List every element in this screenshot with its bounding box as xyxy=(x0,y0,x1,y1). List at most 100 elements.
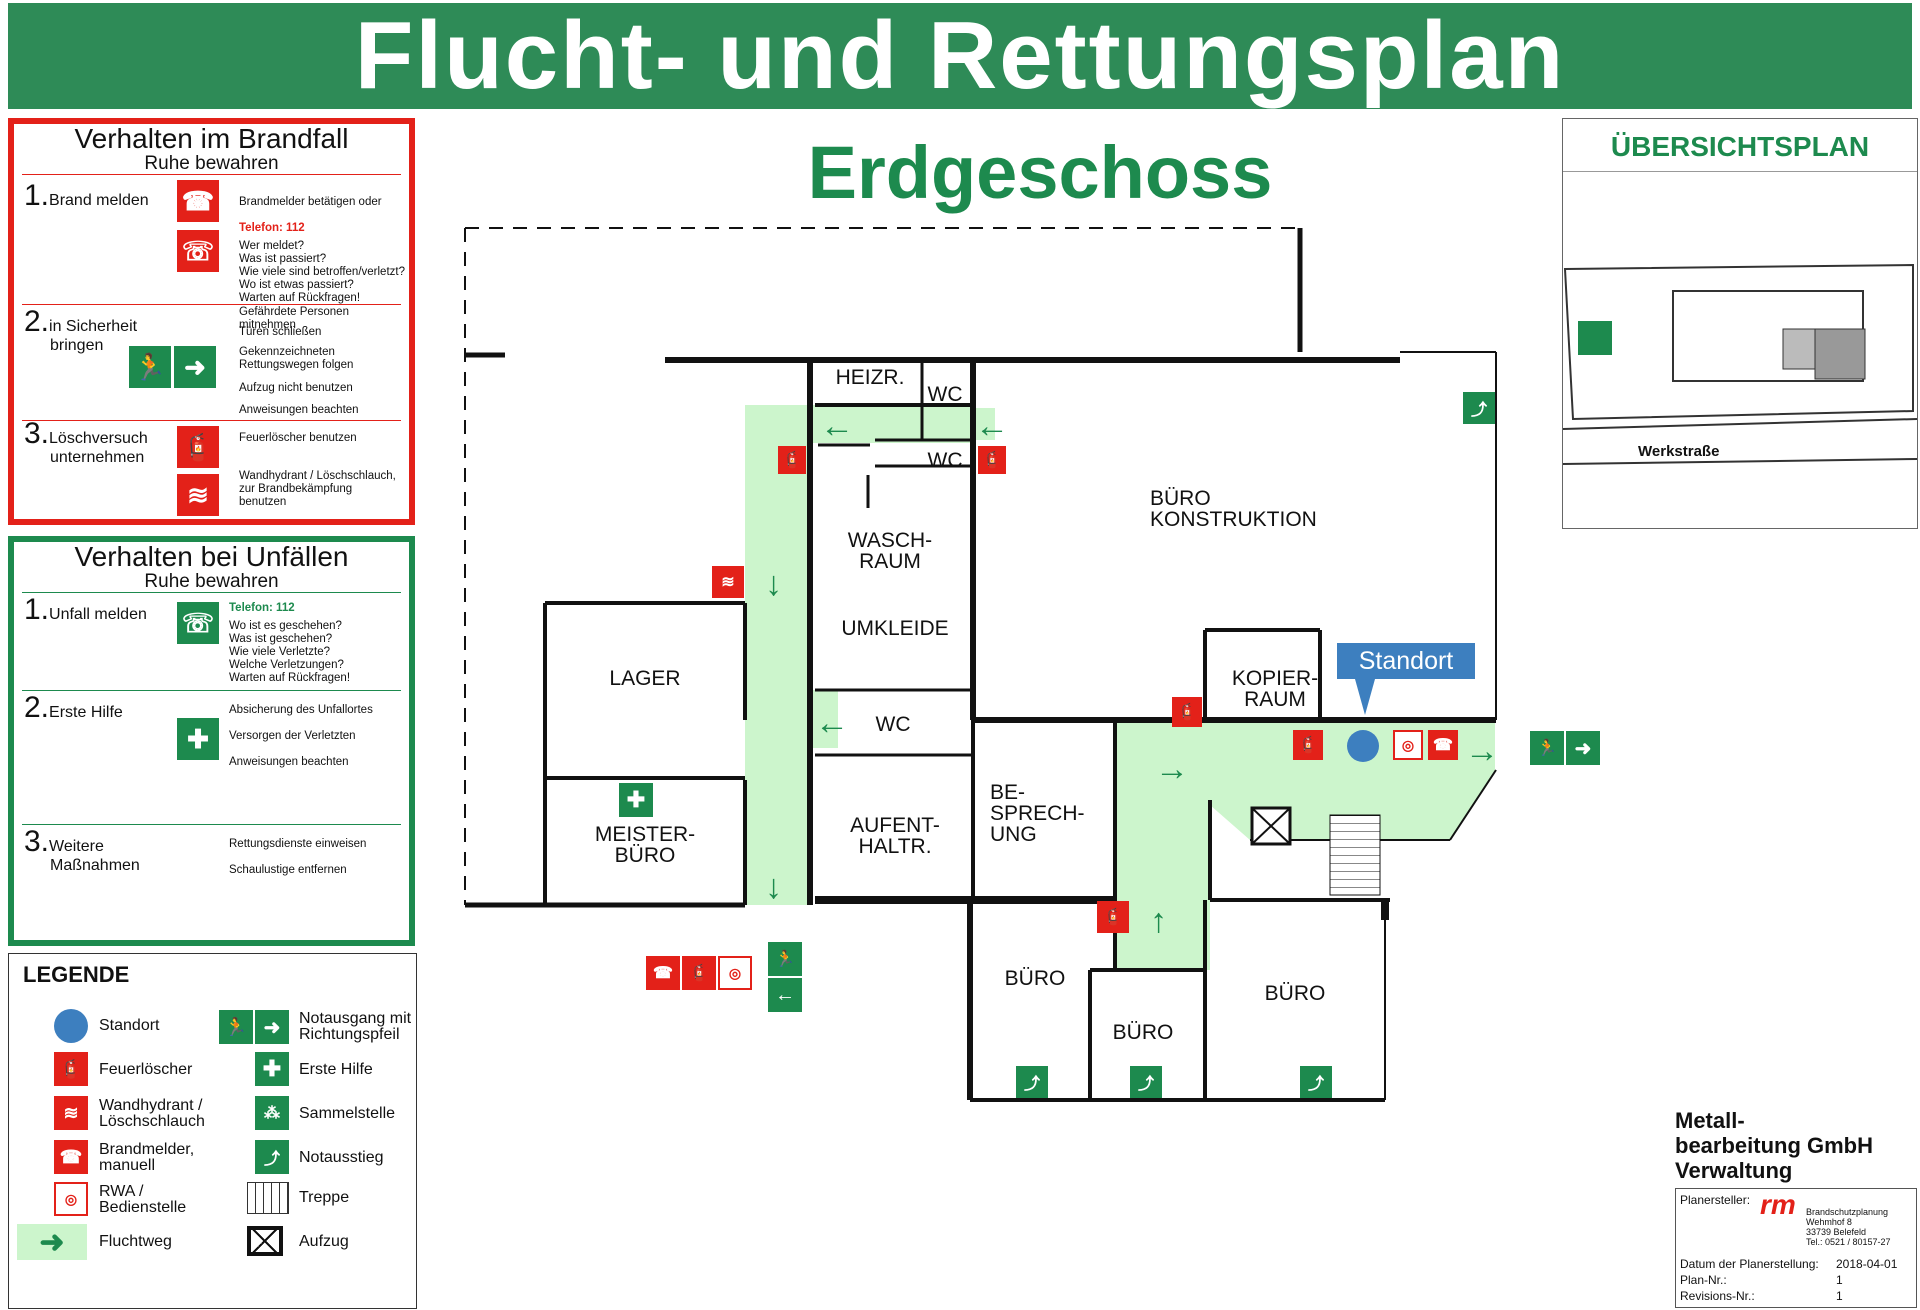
firm-logo: rm xyxy=(1760,1189,1796,1220)
accident-step-2: 2.Erste Hilfe xyxy=(24,691,123,724)
revision-value: 1 xyxy=(1836,1289,1843,1303)
overview-plan: ÜBERSICHTSPLAN Werkstraße xyxy=(1562,118,1918,529)
legend-label: Erste Hilfe xyxy=(299,1061,373,1078)
first-aid-icon: ✚ xyxy=(177,718,219,760)
escape-route-areas xyxy=(745,405,1495,970)
arrow-up-icon: ↑ xyxy=(1150,902,1167,940)
fire-alarm-icon: ☎ xyxy=(646,956,680,990)
divider xyxy=(22,304,401,305)
fire-questions: Wer meldet?Was ist passiert?Wie viele si… xyxy=(239,240,405,304)
escape-arrows: ← ← ↓ ← ↓ → ↑ → xyxy=(765,407,1499,940)
fire-note: Wandhydrant / Löschschlauch,zur Brandbek… xyxy=(239,470,396,508)
legend-label: Feuerlöscher xyxy=(99,1061,193,1078)
fire-alarm-icon: ☎ xyxy=(54,1140,88,1174)
rwa-icon: ◎ xyxy=(1393,730,1423,760)
accident-subheading: Ruhe bewahren xyxy=(22,572,401,593)
emergency-hatch-icon: ⤴ xyxy=(1016,1066,1048,1098)
accident-note: Schaulustige entfernen xyxy=(229,864,347,876)
extinguisher-icon: 🧯 xyxy=(1293,730,1323,760)
room-buero: BÜRO xyxy=(1264,982,1326,1005)
room-wc: WC xyxy=(875,713,911,736)
arrow-right-icon: ➜ xyxy=(1566,731,1600,765)
room-aufenthaltsraum: AUFENT-HALTR. xyxy=(850,814,940,858)
date-label: Datum der Planerstellung: xyxy=(1680,1257,1819,1271)
arrow-left-icon: ← xyxy=(815,704,849,742)
emergency-hatch-icon: ⤴ xyxy=(1130,1066,1162,1098)
legend-label: Sammelstelle xyxy=(299,1105,396,1122)
arrow-right-icon: → xyxy=(1155,750,1189,788)
title-banner: Flucht- und Rettungsplan xyxy=(8,3,1912,109)
fire-alarm-icon: ☎ xyxy=(177,180,219,222)
legend-label: Aufzug xyxy=(299,1233,349,1250)
room-wc: WC xyxy=(927,383,963,406)
emergency-hatch-icon: ⤴ xyxy=(255,1140,289,1174)
plan-no-label: Plan-Nr.: xyxy=(1680,1273,1727,1287)
hose-icon: ≋ xyxy=(177,474,219,516)
divider xyxy=(22,824,401,825)
standort-label: Standort xyxy=(1337,643,1475,679)
room-heizr: HEIZR. xyxy=(835,366,905,389)
arrow-right-icon: → xyxy=(1465,732,1499,770)
room-umkleide: UMKLEIDE xyxy=(841,617,949,640)
extinguisher-icon: 🧯 xyxy=(1097,901,1129,933)
street-label: Werkstraße xyxy=(1638,443,1720,460)
exit-run-icon: 🏃 xyxy=(1530,731,1564,765)
divider xyxy=(22,690,401,691)
accident-questions: Wo ist es geschehen?Was ist geschehen?Wi… xyxy=(229,620,351,684)
standort-icon xyxy=(54,1009,88,1043)
arrow-left-icon: ← xyxy=(975,407,1009,445)
extinguisher-icon: 🧯 xyxy=(978,446,1006,474)
fire-subheading: Ruhe bewahren xyxy=(22,154,401,175)
plan-no-value: 1 xyxy=(1836,1273,1843,1287)
emergency-hatch-icon: ⤴ xyxy=(1463,392,1495,424)
legend-label: Treppe xyxy=(299,1189,350,1206)
extinguisher-icon: 🧯 xyxy=(1172,697,1202,727)
divider xyxy=(1563,171,1917,172)
accident-phone-note: Telefon: 112 xyxy=(229,602,295,614)
legend-label: Fluchtweg xyxy=(99,1233,172,1250)
rwa-icon: ◎ xyxy=(718,956,752,990)
legend-label: Standort xyxy=(99,1017,160,1034)
exit-run-icon: 🏃 xyxy=(129,346,171,388)
fire-note: Aufzug nicht benutzen xyxy=(239,382,353,394)
room-besprechung: BE-SPRECH-UNG xyxy=(990,781,1085,846)
legend: LEGENDE Standort 🧯 Feuerlöscher ≋ Wandhy… xyxy=(8,953,417,1309)
company-name: Metall- bearbeitung GmbH Verwaltung xyxy=(1675,1108,1874,1183)
escape-route-icon: ➜ xyxy=(17,1224,87,1260)
overview-heading: ÜBERSICHTSPLAN xyxy=(1610,131,1870,162)
hose-icon: ≋ xyxy=(712,566,744,598)
room-meisterbuero: MEISTER-BÜRO xyxy=(594,823,696,867)
stairs-icon xyxy=(1329,814,1381,896)
floor-title: Erdgeschoss xyxy=(807,131,1273,214)
fire-note: Anweisungen beachten xyxy=(239,404,359,416)
rwa-icon: ◎ xyxy=(54,1182,88,1216)
room-waschraum: WASCH-RAUM xyxy=(847,529,933,573)
extinguisher-icon: 🧯 xyxy=(177,426,219,468)
standort-marker xyxy=(1347,730,1379,762)
divider xyxy=(22,420,401,421)
page-title: Flucht- und Rettungsplan xyxy=(354,2,1566,109)
accident-note: Anweisungen beachten xyxy=(229,756,349,768)
assembly-icon xyxy=(1578,321,1612,355)
stairs-icon xyxy=(247,1182,289,1214)
room-lager: LAGER xyxy=(609,667,681,690)
elevator-cross xyxy=(1251,807,1291,845)
room-kopierraum: KOPIER-RAUM xyxy=(1231,667,1319,711)
planersteller-label: Planersteller: xyxy=(1680,1193,1751,1207)
accident-note: Rettungsdienste einweisen xyxy=(229,838,367,850)
revision-label: Revisions-Nr.: xyxy=(1680,1289,1755,1303)
elevator-icon xyxy=(247,1226,283,1256)
accident-heading: Verhalten bei Unfällen xyxy=(74,541,349,572)
fire-note: Türen schließen xyxy=(239,326,322,338)
fire-note: Feuerlöscher benutzen xyxy=(239,432,357,444)
phone-icon: ☏ xyxy=(177,230,219,272)
arrow-down-icon: ↓ xyxy=(765,868,782,906)
arrow-left-icon: ← xyxy=(768,978,802,1012)
